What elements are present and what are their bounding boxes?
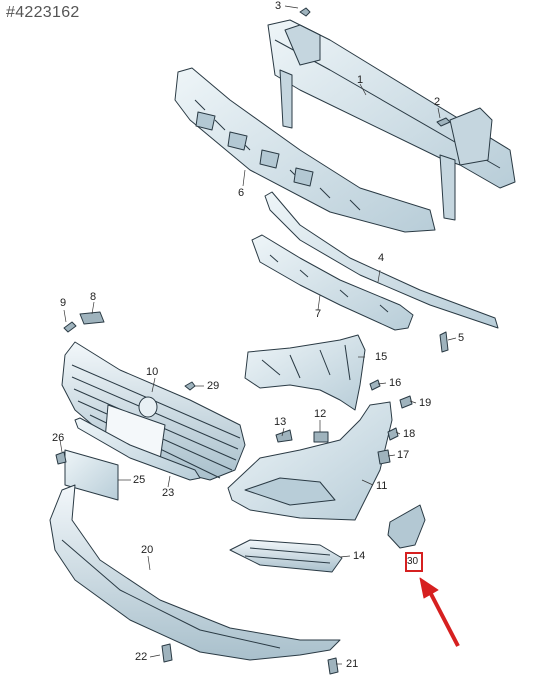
callout-4: 4 bbox=[378, 252, 385, 264]
callout-19: 19 bbox=[419, 397, 432, 409]
red-arrow-indicator bbox=[419, 577, 460, 647]
grille-trim-strip-part bbox=[74, 417, 201, 481]
trim-strip-part bbox=[264, 191, 499, 329]
callout-23: 23 bbox=[162, 487, 175, 499]
fasteners bbox=[55, 311, 449, 675]
callout-30: 30 bbox=[407, 556, 419, 567]
callout-8: 8 bbox=[90, 291, 97, 303]
callout-3: 3 bbox=[275, 0, 282, 12]
callout-7: 7 bbox=[315, 308, 322, 320]
callout-29: 29 bbox=[207, 380, 220, 392]
energy-absorber-part bbox=[174, 67, 436, 233]
callout-12: 12 bbox=[314, 408, 327, 420]
bumper-cover-part bbox=[227, 401, 393, 521]
radiator-grille-part bbox=[61, 341, 246, 481]
leader-lines bbox=[59, 5, 457, 665]
lower-carrier-part bbox=[251, 234, 414, 331]
callout-2: 2 bbox=[434, 96, 441, 108]
bumper-reinforcement-part bbox=[267, 7, 516, 221]
callout-9: 9 bbox=[60, 297, 67, 309]
callout-5: 5 bbox=[458, 332, 465, 344]
part-number-label: #4223162 bbox=[6, 4, 80, 21]
callout-6: 6 bbox=[238, 187, 245, 199]
callout-1: 1 bbox=[357, 74, 364, 86]
callout-10: 10 bbox=[146, 366, 159, 378]
callout-13: 13 bbox=[274, 416, 287, 428]
lower-grille-insert-part bbox=[387, 504, 426, 549]
fog-lamp-grille-part bbox=[229, 539, 343, 573]
highlight-box bbox=[405, 552, 423, 572]
callout-20: 20 bbox=[141, 544, 154, 556]
callout-25: 25 bbox=[133, 474, 146, 486]
lower-spoiler-part bbox=[49, 484, 341, 661]
callout-21: 21 bbox=[346, 658, 359, 670]
mounting-bracket-part bbox=[244, 334, 366, 411]
callout-15: 15 bbox=[375, 351, 388, 363]
callout-22: 22 bbox=[135, 651, 148, 663]
license-plate-bracket-part bbox=[64, 449, 119, 501]
callout-18: 18 bbox=[403, 428, 416, 440]
callout-14: 14 bbox=[353, 550, 366, 562]
callout-16: 16 bbox=[389, 377, 402, 389]
callout-11: 11 bbox=[376, 480, 388, 492]
callout-17: 17 bbox=[397, 449, 410, 461]
callout-26: 26 bbox=[52, 432, 65, 444]
